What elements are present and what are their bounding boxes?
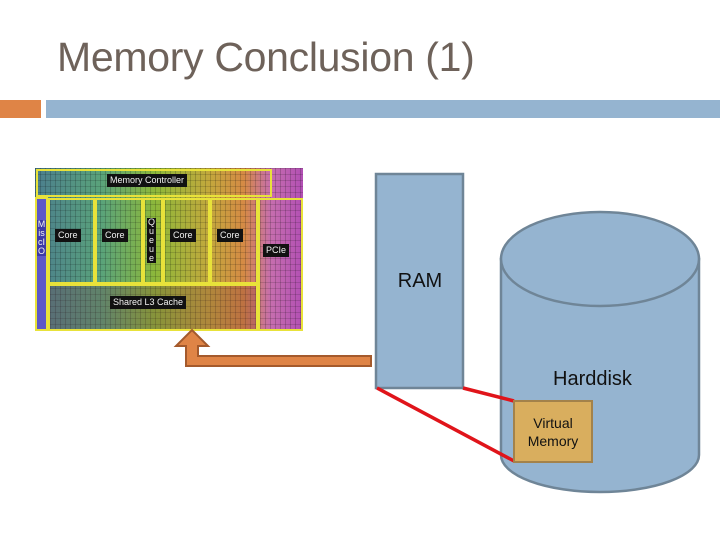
harddisk-label: Harddisk [553,368,632,390]
die-label-memory-controller: Memory Controller [107,174,188,187]
die-block-queue [143,198,163,284]
connector-line-ram-bottom-right [462,386,515,403]
die-label-queue: Queue [147,217,156,263]
ram-box [374,172,465,390]
cpu-die-image: Memory Controller Core Core Core Core Qu… [35,168,303,331]
slide-title: Memory Conclusion (1) [57,34,475,80]
title-accent-orange-bar [0,100,41,118]
die-label-misc-io: MiscIO [37,219,46,256]
die-label-pcie: PCIe [263,244,290,257]
die-block-memory-controller [36,169,272,197]
die-label-core: Core [217,229,243,242]
die-label-core: Core [55,229,81,242]
die-block-pcie [258,198,303,331]
virtual-memory-label-line2: Memory [527,432,579,449]
die-block-core-3 [163,198,210,284]
ram-label: RAM [397,270,443,292]
die-label-l3-cache: Shared L3 Cache [110,296,187,309]
die-label-core: Core [102,229,128,242]
title-accent-blue-bar [46,100,720,118]
harddisk-cylinder-top [499,210,701,308]
arrow-ram-to-cpu [173,328,372,367]
virtual-memory-label-line1: Virtual [533,414,573,431]
die-block-core-2 [95,198,143,284]
virtual-memory-box: Virtual Memory [513,400,593,463]
connector-line-ram-bottom-left [376,386,515,463]
die-block-core-4 [210,198,258,284]
die-block-core-1 [48,198,95,284]
die-label-core: Core [170,229,196,242]
